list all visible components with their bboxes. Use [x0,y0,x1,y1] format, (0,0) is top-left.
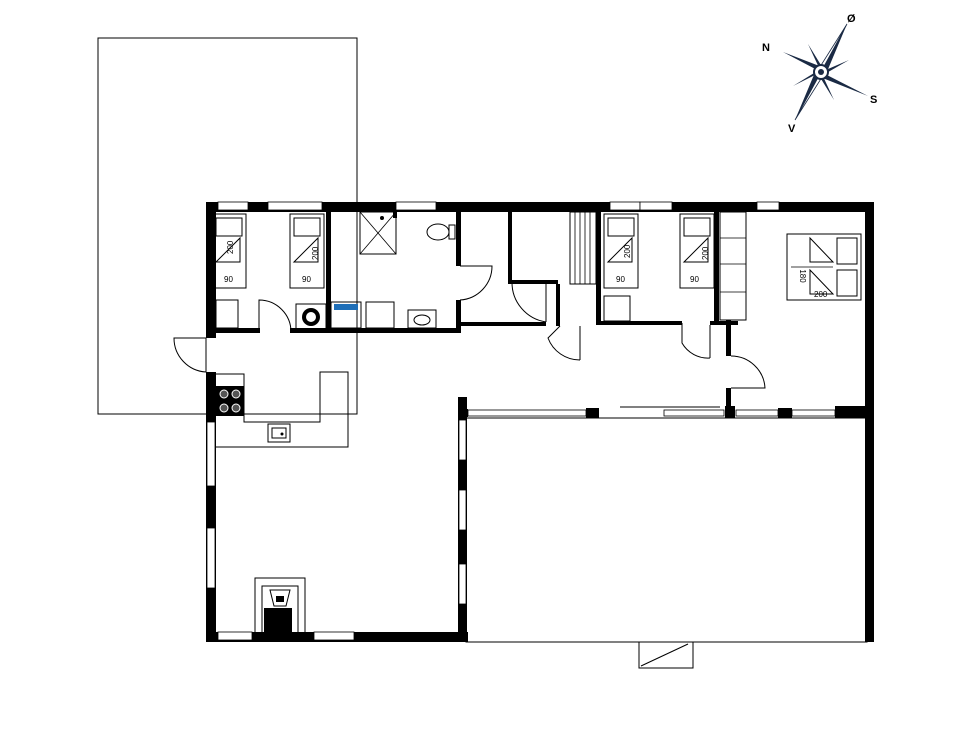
covered-terrace-outline [465,417,868,643]
compass-south-label: S [870,94,877,106]
bed-2-width: 90 [302,275,311,284]
washing-machine-icon [330,301,362,329]
bed-1-length: 200 [226,240,235,254]
shower-icon [359,211,397,255]
windows [206,201,836,641]
compass-west-label: V [788,123,796,135]
double-bed-icon: 180 200 [786,233,862,301]
bed-3-width: 90 [616,275,625,284]
bed-4-icon: 200 90 [679,213,715,289]
doors [173,265,766,389]
double-bed-length: 200 [814,290,828,299]
bed-2-icon: 200 90 [289,213,325,289]
bed-1-width: 90 [224,275,233,284]
cabinet [365,301,395,329]
compass-north-label: N [762,42,770,54]
toilet-icon [426,223,456,241]
bed-3-length: 200 [623,244,632,258]
stairs [569,211,597,285]
kitchen-counter [216,371,349,448]
bed-4-width: 90 [690,275,699,284]
interior-walls [206,210,738,410]
wardrobes [215,211,747,329]
stove-heater-icon [295,303,327,331]
bed-3-icon: 200 90 [603,213,639,289]
washbasin-icon [407,309,437,329]
fireplace-icon [254,577,306,632]
double-bed-width: 180 [798,269,807,283]
kitchen-sink-icon [267,423,291,443]
cooktop-icon [216,386,244,416]
compass-east-label: Ø [847,13,856,25]
entry-step [638,641,694,669]
terrace-outline [97,37,358,415]
compass-rose-icon [783,23,868,121]
bed-2-length: 200 [311,246,320,260]
bed-4-length: 200 [701,246,710,260]
bed-1-icon: 200 90 [211,213,247,289]
